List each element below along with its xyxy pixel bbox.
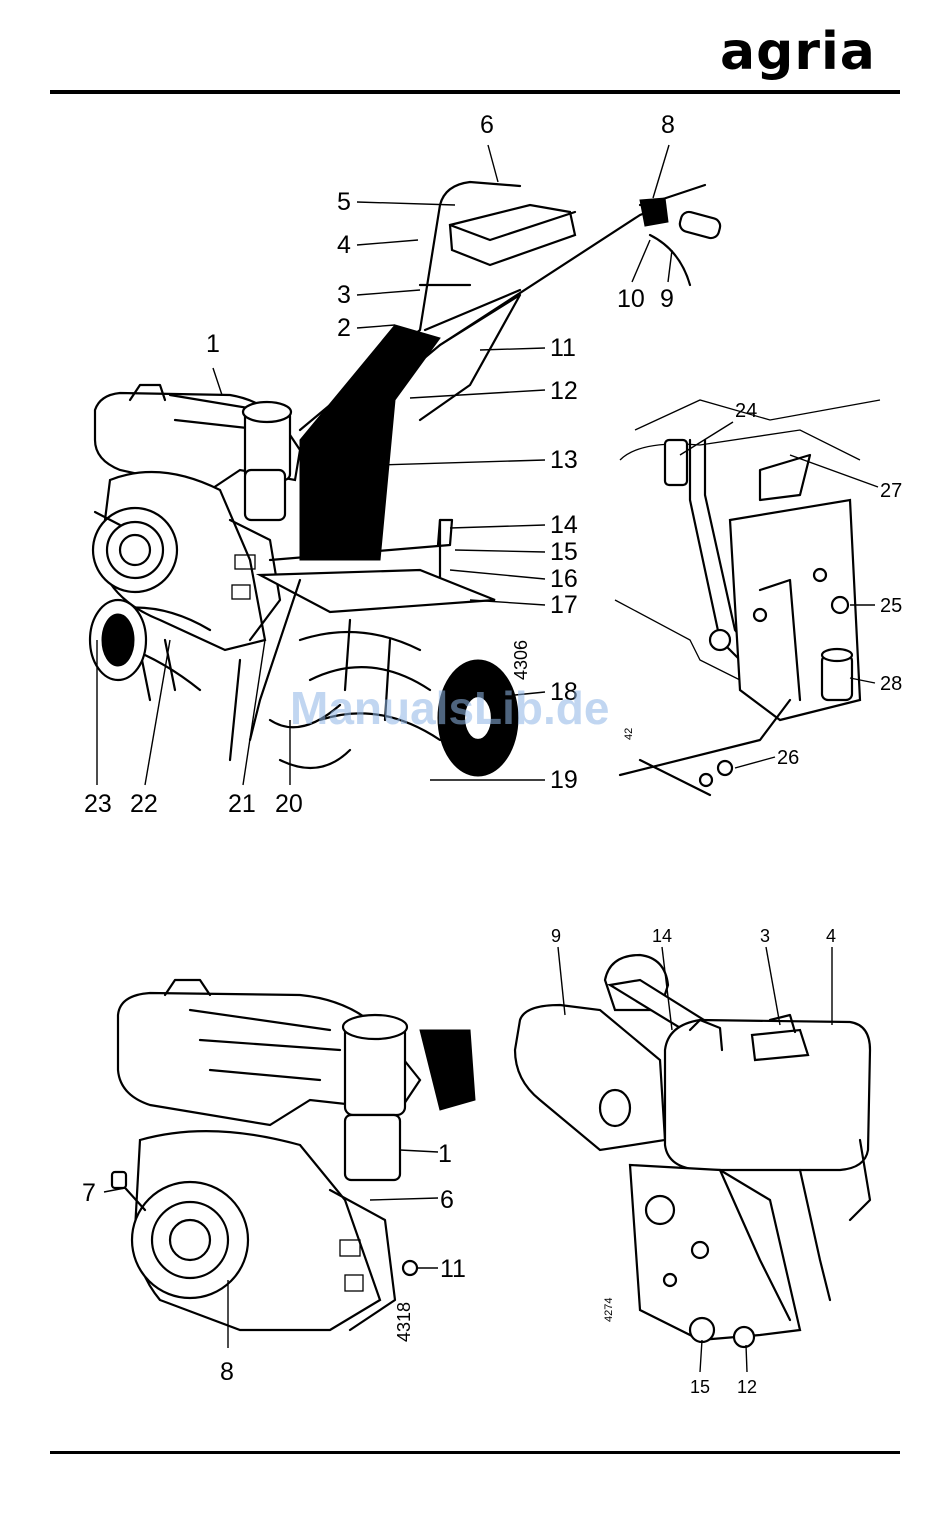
engine-left-drawing: [112, 980, 475, 1330]
tiller-label-5: 5: [337, 188, 351, 216]
tiller-label-9: 9: [660, 285, 674, 313]
tiller-label-23: 23: [84, 790, 112, 818]
tiller-label-13: 13: [550, 446, 578, 474]
tiller-label-20: 20: [275, 790, 303, 818]
detail-label-25: 25: [880, 595, 902, 617]
detail-label-27: 27: [880, 480, 902, 502]
tiller-label-22: 22: [130, 790, 158, 818]
engine-left-label-11: 11: [440, 1255, 466, 1283]
tiller-label-11: 11: [550, 334, 576, 362]
engine-right-figure-code: 4274: [603, 1298, 615, 1322]
tiller-label-14: 14: [550, 511, 578, 539]
tiller-label-17: 17: [550, 591, 578, 619]
tiller-label-3: 3: [337, 281, 351, 309]
engine-left-figure-code: 4318: [394, 1302, 414, 1342]
tiller-label-2: 2: [337, 314, 351, 342]
tiller-label-12: 12: [550, 377, 578, 405]
tiller-figure-code: 4306: [511, 640, 531, 680]
tiller-label-19: 19: [550, 766, 578, 794]
tiller-label-8: 8: [661, 111, 675, 139]
engine-right-drawing: [515, 955, 870, 1347]
engine-right-label-9: 9: [551, 926, 561, 946]
detail-label-26: 26: [777, 747, 799, 769]
engine-right-label-3: 3: [760, 926, 770, 946]
engine-right-label-15: 15: [690, 1377, 710, 1397]
engine-left-label-1: 1: [438, 1140, 452, 1168]
detail-drawing: [615, 400, 880, 795]
tiller-label-1: 1: [206, 330, 220, 358]
tiller-label-21: 21: [228, 790, 256, 818]
engine-left-label-6: 6: [440, 1186, 454, 1214]
engine-right-label-14: 14: [652, 926, 672, 946]
engine-left-label-8: 8: [220, 1358, 234, 1386]
tiller-label-15: 15: [550, 538, 578, 566]
tiller-label-4: 4: [337, 231, 351, 259]
tiller-label-10: 10: [617, 285, 645, 313]
watermark: ManualsLib.de: [290, 682, 609, 734]
tiller-label-16: 16: [550, 565, 578, 593]
engine-right-label-12: 12: [737, 1377, 757, 1397]
detail-label-28: 28: [880, 673, 902, 695]
detail-figure-code: 42: [623, 728, 635, 740]
tiller-label-6: 6: [480, 111, 494, 139]
detail-label-24: 24: [735, 400, 757, 422]
engine-left-label-7: 7: [82, 1179, 96, 1207]
engine-right-label-4: 4: [826, 926, 836, 946]
